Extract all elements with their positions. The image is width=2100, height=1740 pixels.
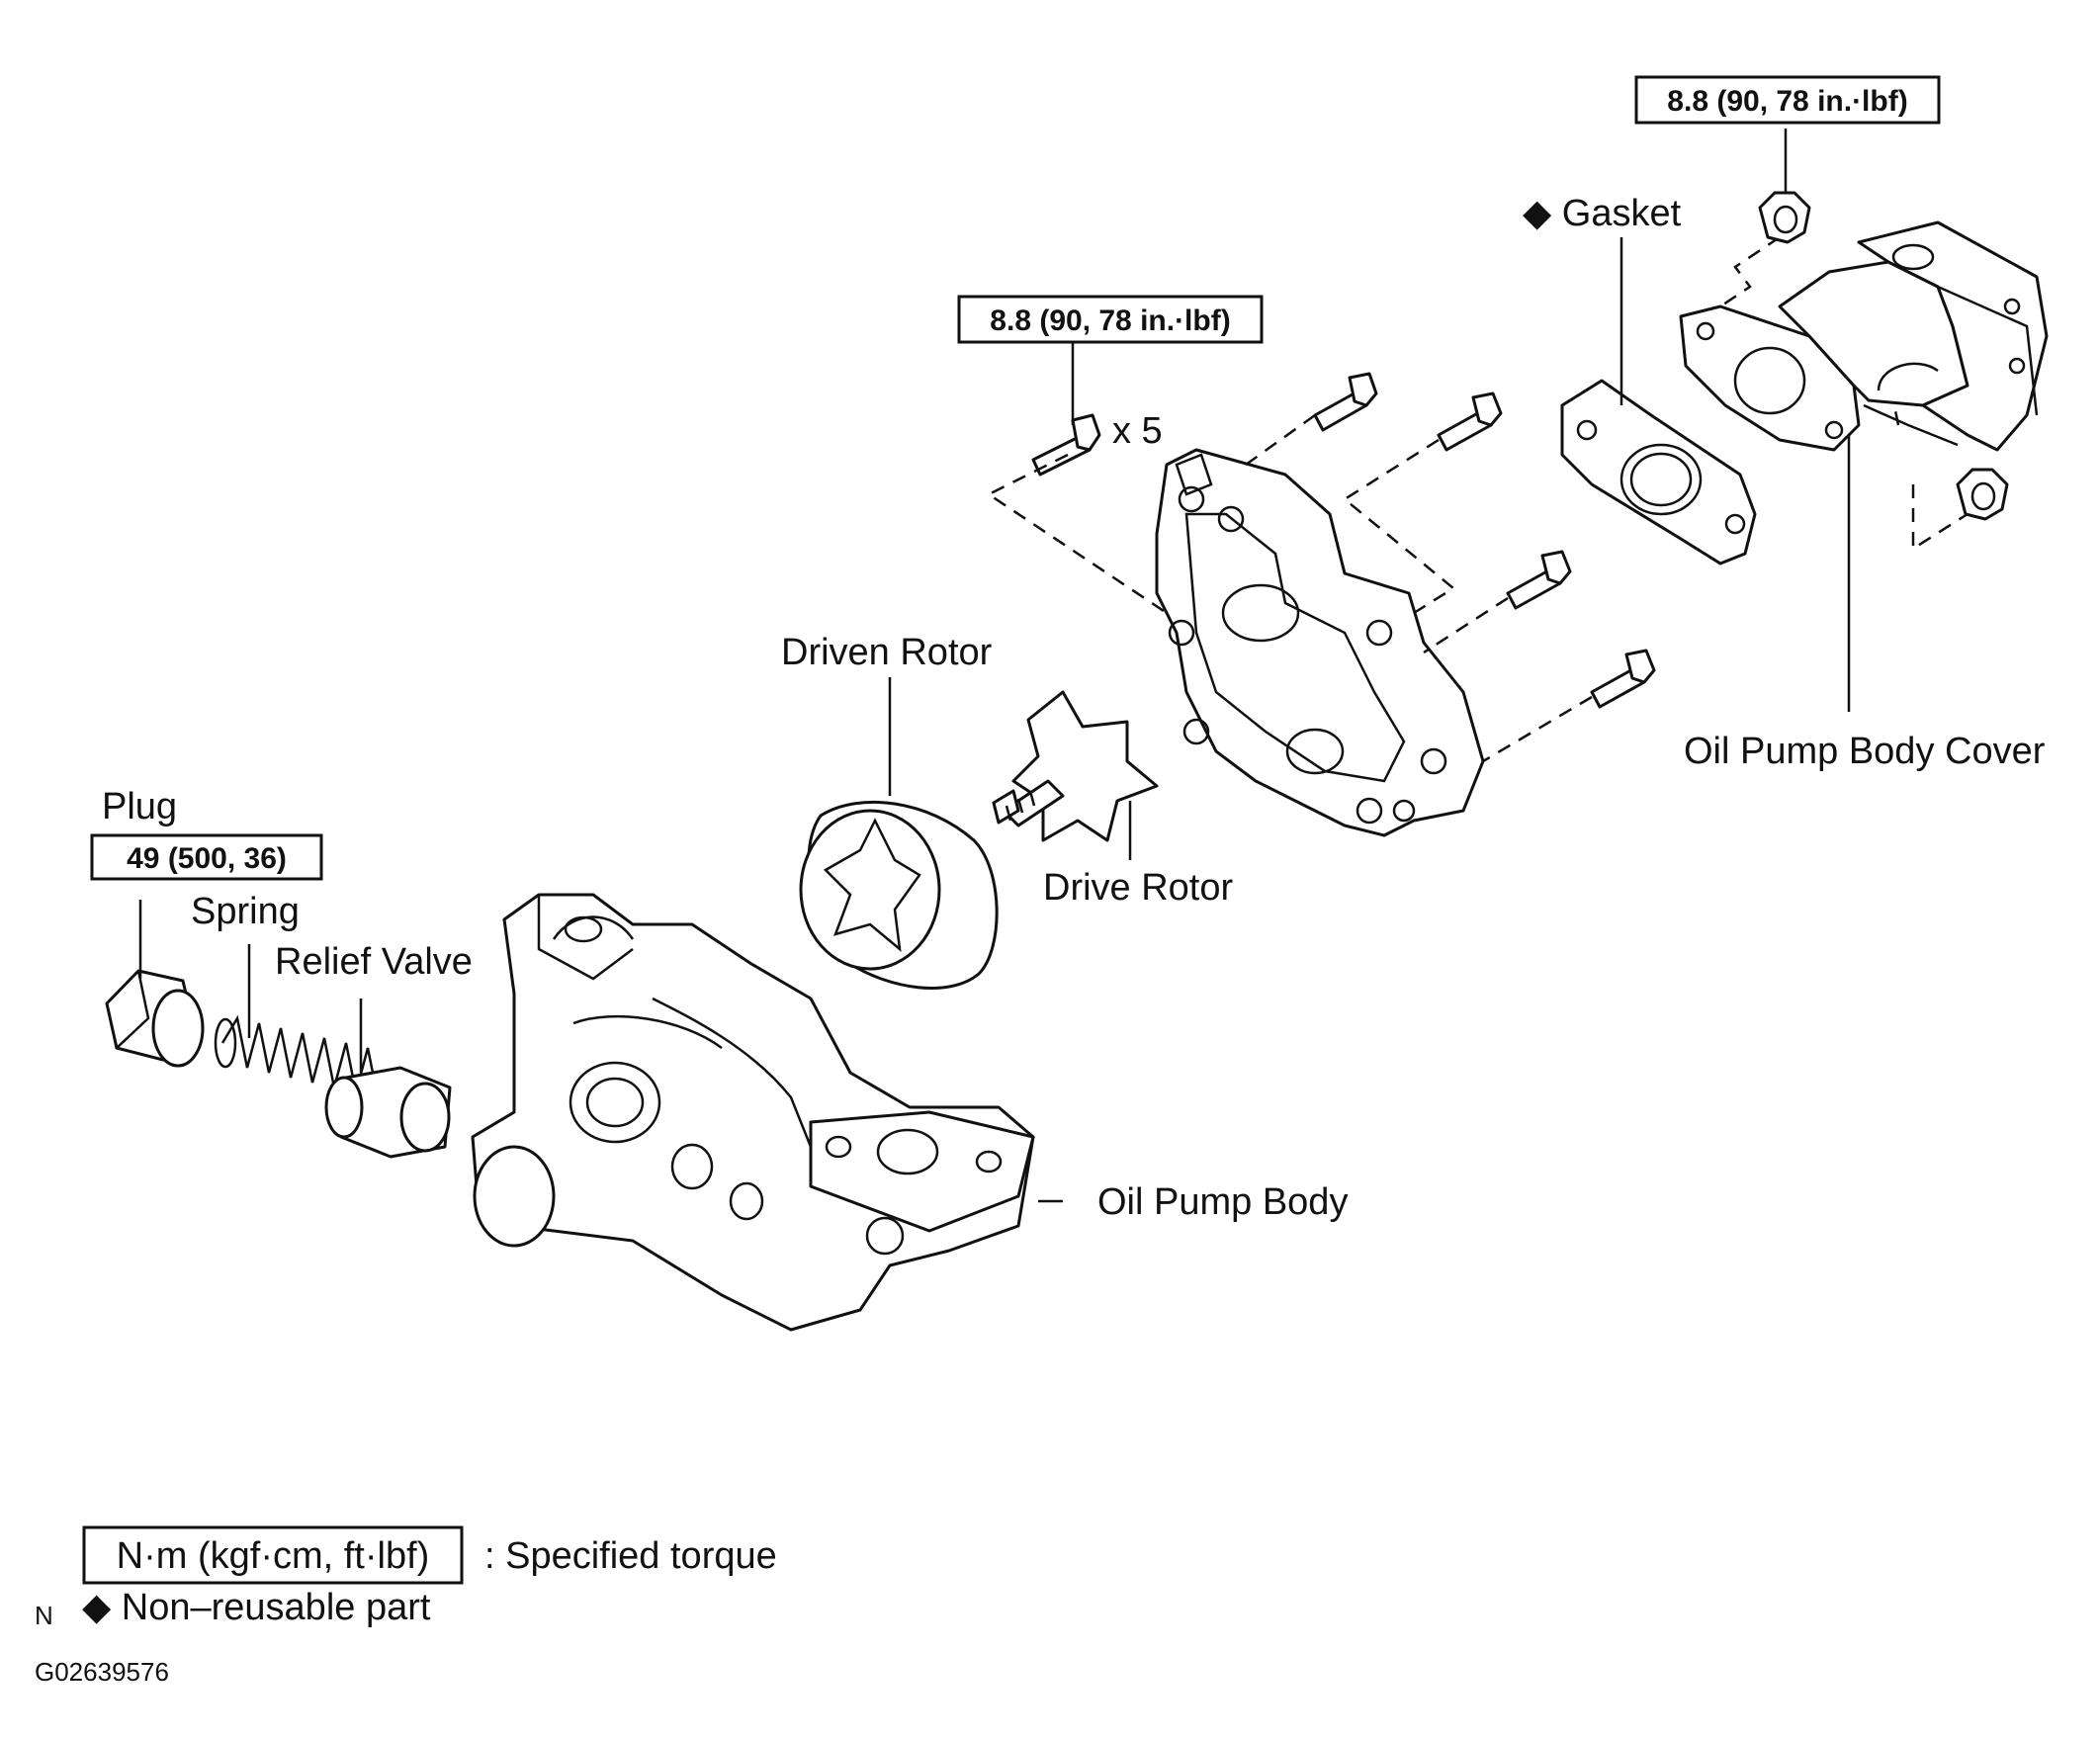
legend-unit-desc: : Specified torque (484, 1535, 777, 1577)
label-bolt-count: x 5 (1112, 410, 1163, 452)
relief-valve-drawing (324, 1066, 452, 1159)
torque-bolts-value: 8.8 (90, 78 in.·lbf) (990, 304, 1230, 337)
plug-drawing (105, 969, 205, 1068)
leader-lines (138, 129, 1851, 1203)
oil-pump-body-drawing (471, 893, 1035, 1332)
gasket-drawing (1560, 379, 1757, 566)
legend: N·m (kgf·cm, ft·lbf) : Specified torque … (35, 1525, 777, 1687)
torque-box-nut: 8.8 (90, 78 in.·lbf) (1634, 75, 1941, 125)
drive-rotor-drawing (992, 690, 1159, 842)
label-relief-valve: Relief Valve (275, 941, 473, 983)
label-drive-rotor: Drive Rotor (1043, 867, 1233, 909)
torque-plug-value: 49 (500, 36) (127, 842, 287, 875)
legend-marker: N (35, 1601, 53, 1630)
label-gasket: ◆ Gasket (1523, 193, 1682, 234)
label-plug: Plug (102, 786, 177, 827)
torque-nut-value: 8.8 (90, 78 in.·lbf) (1667, 85, 1907, 118)
oil-pump-body-cover-drawing (1679, 220, 2049, 452)
legend-unit-box: N·m (kgf·cm, ft·lbf) (117, 1535, 430, 1577)
label-spring: Spring (191, 891, 300, 932)
nut-bottom-drawing (1956, 468, 2009, 521)
legend-nonreusable: ◆ Non–reusable part (82, 1587, 431, 1628)
bolt-group (1031, 372, 1656, 709)
torque-box-bolts: 8.8 (90, 78 in.·lbf) (957, 295, 1264, 344)
nut-top-drawing (1758, 191, 1811, 244)
figure-id: G02639576 (35, 1657, 169, 1687)
label-oil-pump-body-cover: Oil Pump Body Cover (1684, 731, 2046, 772)
label-driven-rotor: Driven Rotor (781, 632, 993, 673)
label-oil-pump-body: Oil Pump Body (1097, 1181, 1348, 1223)
driven-rotor-drawing (799, 800, 999, 990)
pump-plate-drawing (1155, 448, 1485, 837)
torque-box-plug: 49 (500, 36) (90, 833, 323, 881)
